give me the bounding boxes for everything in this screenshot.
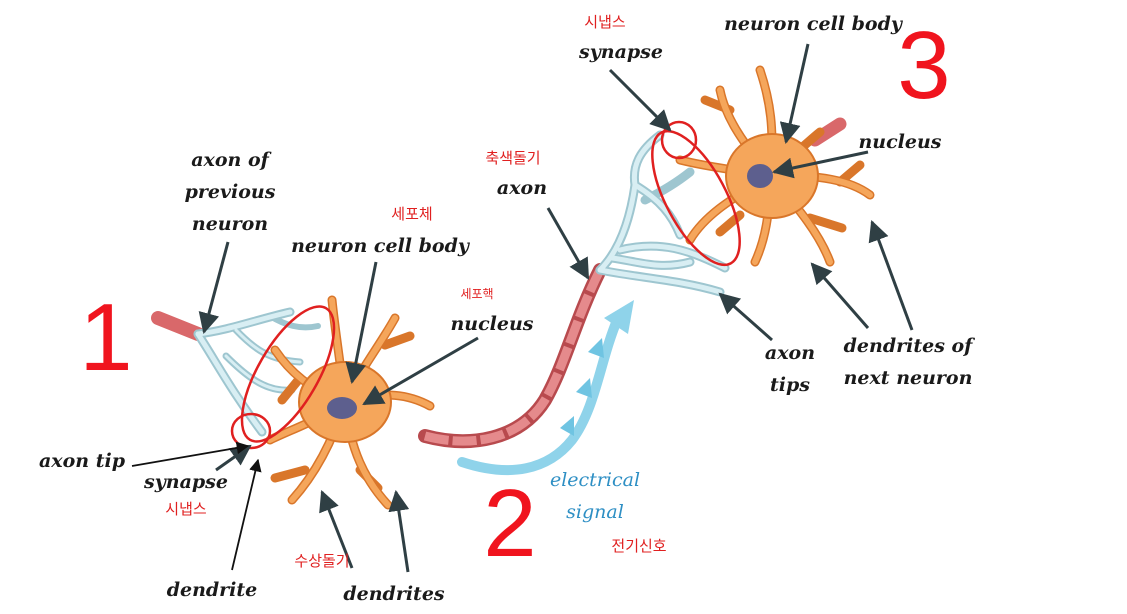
neuron-2 [675,65,875,267]
label-axon-of-previous-neuron-1: axon of [191,149,271,171]
korean-synapse-top: 시냅스 [584,13,626,31]
label-axon-tip: axon tip [39,450,126,472]
label-synapse-top: synapse [578,41,663,63]
annotation-circles [230,120,741,450]
neuron-1 [265,295,435,510]
number-two: 2 [483,470,536,577]
korean-axon: 축색돌기 [485,149,540,167]
label-dendrites-of-next-neuron-1: dendrites of [844,335,976,357]
label-dendrites-of-next-neuron-2: next neuron [844,367,973,389]
korean-nucleus: 세포핵 [460,287,493,301]
label-neuron-cell-body-2: neuron cell body [724,13,904,35]
synapse-region-2 [651,129,741,267]
neuron-1-nucleus [327,397,357,419]
pointer-lines [198,43,914,573]
label-axon-of-previous-neuron-3: neuron [192,213,268,235]
synapse-region-1 [240,305,336,443]
korean-cell-body: 세포체 [391,205,432,223]
label-axon-tips-1: axon [765,342,815,364]
label-axon-tips-2: tips [770,374,810,396]
label-nucleus-2: nucleus [858,131,941,153]
label-axon-of-previous-neuron-2: previous [185,181,276,203]
neuron-2-nucleus [747,164,773,188]
korean-synapse-bottom: 시냅스 [165,500,207,518]
korean-electrical-signal: 전기신호 [611,537,666,555]
label-electrical-signal-1: electrical [550,469,640,491]
number-three: 3 [897,12,950,119]
label-axon: axon [497,177,547,199]
number-one: 1 [79,284,132,391]
synapse-circle-2 [660,120,698,160]
label-nucleus: nucleus [450,313,533,335]
label-neuron-cell-body: neuron cell body [291,235,471,257]
label-synapse-bottom: synapse [143,471,228,493]
electrical-signal-arrow [457,300,634,476]
axon [418,263,607,449]
label-dendrite: dendrite [167,579,258,601]
label-electrical-signal-2: signal [566,501,624,523]
previous-axon-stub [151,311,205,341]
korean-dendrites: 수상돌기 [294,552,349,570]
label-dendrites: dendrites [343,583,445,605]
